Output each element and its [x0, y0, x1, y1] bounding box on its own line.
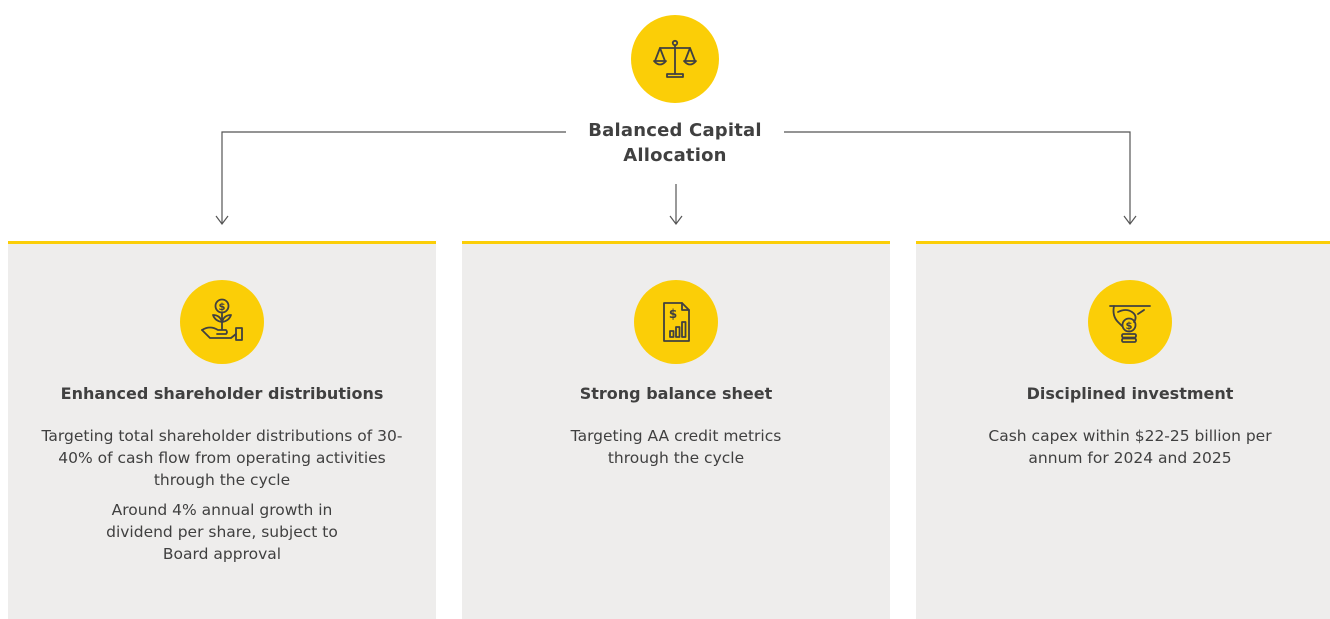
- card-paragraph: Targeting AA credit metrics through the …: [570, 427, 782, 467]
- svg-text:$: $: [219, 302, 226, 313]
- balance-sheet-document-icon: $: [634, 280, 718, 364]
- card-paragraph: Targeting total shareholder distribution…: [41, 427, 403, 489]
- card-balance-sheet: $ Strong balance sheet Targeting AA cred…: [462, 241, 890, 619]
- scales-icon: [631, 15, 719, 103]
- card-title: Enhanced shareholder distributions: [60, 384, 384, 403]
- connector-lines: [215, 131, 1137, 225]
- card-title: Strong balance sheet: [579, 384, 773, 403]
- card-title: Disciplined investment: [1026, 384, 1234, 403]
- card-shareholder-distributions: $ Enhanced shareholder distributions Tar…: [8, 241, 436, 619]
- money-plant-hand-icon: $: [180, 280, 264, 364]
- root-title: Balanced Capital Allocation: [588, 120, 762, 166]
- card-paragraph: Cash capex within $22-25 billion per ann…: [988, 427, 1272, 467]
- card-disciplined-investment: $ Disciplined investment Cash capex with…: [916, 241, 1330, 619]
- svg-text:$: $: [1126, 321, 1133, 332]
- coin-investment-hand-icon: $: [1088, 280, 1172, 364]
- card-paragraph: Around 4% annual growth in dividend per …: [106, 501, 338, 563]
- svg-text:$: $: [669, 307, 677, 321]
